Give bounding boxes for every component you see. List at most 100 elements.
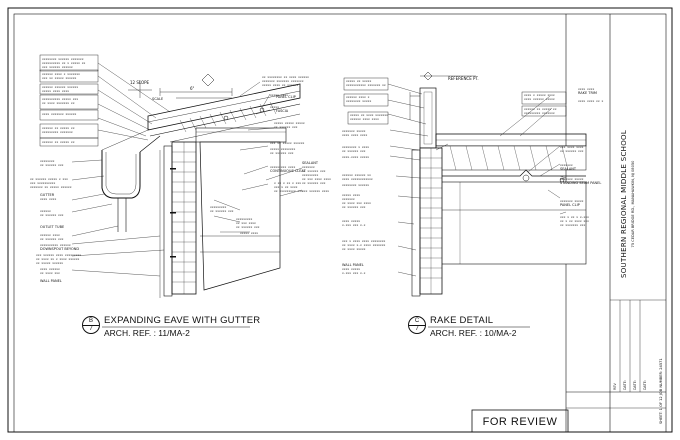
eave-detail-drawing (39, 54, 303, 298)
eave-cont-cleat-label: CONTINUOUS CLEAT (270, 169, 307, 173)
svg-text:xx xxxxxxx xxx: xx xxxxxxx xxx (560, 223, 585, 227)
svg-text:xxxx-xxxx xxxxx: xxxx-xxxx xxxxx (342, 155, 369, 159)
svg-text:xxxxxx xx xxxxx xx: xxxxxx xx xxxxx xx (524, 107, 557, 111)
svg-text:xxxxxxxxx xxxx: xxxxxxxxx xxxx (270, 165, 295, 169)
svg-text:x-xxx xxx x-x: x-xxx xxx x-x (342, 223, 366, 227)
title-block: SOUTHERN REGIONAL MIDDLE SCHOOL 75 CEDAR… (613, 130, 663, 424)
svg-text:xxx xx xxxxx xxxxxx: xxx xx xxxxx xxxxxx (270, 141, 305, 145)
eave-dim-label: 6" (190, 86, 195, 91)
svg-text:xxxxxxxxx: xxxxxxxxx (236, 217, 252, 221)
eave-fascia-label: FASCIA (276, 109, 289, 113)
review-box (471, 409, 569, 433)
svg-text:xx xxxxxx xxx: xx xxxxxx xxx (560, 149, 584, 153)
svg-text:xxxxxxx xxxxx: xxxxxxx xxxxx (560, 199, 584, 203)
eave-outlet-label: OUTLET TUBE (40, 225, 64, 229)
rake-trim-label: RAKE TRIM (578, 91, 597, 95)
svg-text:xxxxx xxxx xxxx: xxxxx xxxx xxxx (42, 89, 69, 93)
svg-text:xxxx xxxx xx x: xxxx xxxx xx x (578, 99, 603, 103)
svg-text:xx xxxx xx x xxxx xxxxxx: xx xxxx xx x xxxx xxxxxx (36, 257, 80, 261)
detail-b-letter: B (88, 318, 93, 324)
eave-downspout-label: DOWNSPOUT BEYOND (40, 247, 79, 251)
svg-text:xxxxxxxxx xxxxxxx: xxxxxxxxx xxxxxxx (42, 130, 73, 134)
svg-text:xx xxxxxxxx xx xxxx xxxxxx: xx xxxxxxxx xx xxxx xxxxxx (262, 75, 309, 79)
rake-ref-label: REFERENCE PT. (448, 76, 479, 81)
rev-label-3: DATE: (643, 380, 647, 390)
svg-text:xx xxxxxx xxx: xx xxxxxx xxx (40, 213, 64, 217)
svg-text:xxxxx xxxxx xxxxx: xxxxx xxxxx xxxxx (274, 121, 305, 125)
svg-text:xx xxxxxx xxxxx x xxx: xx xxxxxx xxxxx x xxx (30, 177, 68, 181)
svg-text:xxxxxxxx: xxxxxxxx (40, 159, 55, 163)
eave-gutter-label: GUTTER (40, 193, 55, 197)
svg-text:xxxxxxxxx: xxxxxxxxx (302, 173, 318, 177)
svg-text:xx xxxx x-x xxxx xxxxxxx: xx xxxx x-x xxxx xxxxxxx (342, 243, 386, 247)
svg-text:xxx xxxxxxxxxx: xxx xxxxxxxxxx (30, 181, 55, 185)
svg-text:xxxxxxxxxx xxxxx xxx: xxxxxxxxxx xxxxx xxx (42, 97, 78, 101)
svg-text:xxxx xxxxxx xxxxx: xxxx xxxxxx xxxxx (524, 97, 555, 101)
svg-text:xxxx xxxx: xxxx xxxx (578, 87, 594, 91)
svg-text:xxxx xxxx xxxx: xxxx xxxx xxxx (342, 133, 367, 137)
eave-scale-label: SCALE (152, 97, 163, 101)
svg-text:xxxxx xxxx: xxxxx xxxx (342, 193, 360, 197)
svg-text:xxxxxx xxxx x xxxxxxx: xxxxxx xxxx x xxxxxxx (42, 72, 80, 76)
svg-text:xxxxx xxxx: xxxxx xxxx (270, 93, 288, 97)
rev-label-0: REV (613, 383, 617, 390)
svg-text:xxxxx xx xxxx xxxxxxx: xxxxx xx xxxx xxxxxxx (350, 113, 388, 117)
svg-text:xxxxxxxxx: xxxxxxxxx (210, 205, 226, 209)
svg-text:xxxxx xxxx xx xxxxxx: xxxxx xxxx xx xxxxxx (262, 83, 298, 87)
svg-text:xx xxxxx xxxxxx: xx xxxxx xxxxxx (36, 261, 63, 265)
svg-text:xxxxxx xxxx xxxx: xxxxxx xxxx xxxx (350, 117, 379, 121)
svg-text:xxxx xxxxxxxxxxxx: xxxx xxxxxxxxxxxx (342, 177, 373, 181)
svg-text:xxx xx xxxxx xxxxxx: xxx xx xxxxx xxxxxx (42, 76, 77, 80)
svg-text:xxxxxxx xxxxxxx xxxxxxx: xxxxxxx xxxxxxx xxxxxxx (262, 79, 304, 83)
svg-text:xx xxxxxx xxx: xx xxxxxx xxx (40, 237, 64, 241)
svg-text:xxxxx xxxxxxxx: xxxxx xxxxxxxx (270, 147, 295, 151)
svg-text:xxxxxxx xx xxxxx xxxxxx: xxxxxxx xx xxxxx xxxxxx (30, 185, 72, 189)
svg-text:xxx xxxxxx xxxxxx: xxx xxxxxx xxxxxx (42, 65, 73, 69)
svg-text:xxxxxxx xxxxx: xxxxxxx xxxxx (560, 177, 584, 181)
svg-text:xx xxxxxx xxx: xx xxxxxx xxx (302, 169, 326, 173)
detail-c-sheet: 7 (415, 326, 419, 332)
svg-text:xxxxxx xxxx: xxxxxx xxxx (40, 233, 60, 237)
svg-text:x-xxx xxx x-x: x-xxx xxx x-x (342, 271, 366, 275)
rake-wall-label: WALL PANEL (342, 263, 364, 267)
detail-b-ref: ARCH. REF. : 11/MA-2 (104, 328, 190, 338)
svg-text:xx xxxxxx xxx: xx xxxxxx xxx (236, 225, 260, 229)
eave-sealant-label: SEALANT (302, 161, 319, 165)
detail-c-bubble: C 7 (408, 316, 426, 334)
svg-text:xxxx xxxxx: xxxx xxxxx (342, 267, 360, 271)
svg-text:xxxxxxxx x xxxx: xxxxxxxx x xxxx (342, 145, 369, 149)
project-name: SOUTHERN REGIONAL MIDDLE SCHOOL (620, 130, 628, 278)
svg-text:xxx xxxx xxxx: xxx xxxx xxxx (560, 145, 584, 149)
svg-text:xxxx x xxxxx xxxx: xxxx x xxxxx xxxx (524, 93, 555, 97)
rake-detail-drawing (343, 71, 587, 297)
svg-text:xx x xx xxxx xxx: xx x xx xxxx xxx (560, 219, 589, 223)
svg-text:xxxxxx xx xxxxx xx: xxxxxx xx xxxxx xx (42, 140, 75, 144)
svg-text:xx xxxx xxx: xx xxxx xxx (40, 271, 60, 275)
svg-text:xx xxx xxxx: xx xxx xxxx (236, 221, 256, 225)
svg-text:xxxxx: xxxxx (270, 105, 279, 109)
project-address: 75 CEDAR BRIDGE RD., MANAHAWKIN, NJ 0805… (631, 160, 635, 248)
detail-c-ref: ARCH. REF. : 10/MA-2 (430, 328, 517, 338)
svg-text:xxxxxxxx xxxxxx: xxxxxxxx xxxxxx (342, 183, 369, 187)
svg-text:xx xxxxxx xxx: xx xxxxxx xxx (342, 205, 366, 209)
eave-wall-label: WALL PANEL (40, 279, 62, 283)
svg-text:xxxxxxx: xxxxxxx (302, 165, 315, 169)
detail-c-title: RAKE DETAIL (430, 315, 494, 326)
svg-text:xxxxxxxxxxx xxxxxxx xx: xxxxxxxxxxx xxxxxxx xx (346, 83, 386, 87)
detail-b-title: EXPANDING EAVE WITH GUTTER (104, 315, 261, 326)
svg-text:xx xxxxxx xxx: xx xxxxxx xxx (270, 151, 294, 155)
svg-text:xxxxxxxx xxxxx: xxxxxxxx xxxxx (346, 99, 371, 103)
svg-text:xx xxxxxx xxx: xx xxxxxx xxx (274, 125, 298, 129)
svg-text:xxxxxxx: xxxxxxx (560, 163, 573, 167)
eave-clip-label: PANEL CLIP (276, 95, 296, 99)
svg-text:xxxx xxxx: xxxx xxxx (40, 197, 56, 201)
svg-text:xxxxxxxxxx xx x xxxxx xx: xxxxxxxxxx xx x xxxxx xx (42, 61, 86, 65)
svg-text:xx xxxxxxxxx xxx: xx xxxxxxxxx xxx (274, 189, 303, 193)
svg-text:xxx xxxxxx xxxx xxxxxxxxx: xxx xxxxxx xxxx xxxxxxxxx (36, 253, 81, 257)
svg-text:xxxxxx xx xxxxx xx: xxxxxx xx xxxxx xx (42, 126, 75, 130)
eave-slope-label: 12 SLOPE (130, 80, 150, 85)
annotation-text-rake: xxxxx xx xxxxx xxxxxxxxxxx xxxxxxx xx xx… (342, 79, 603, 275)
svg-text:xxxxxx xxxx x: xxxxxx xxxx x (346, 95, 370, 99)
svg-text:xxxxx xxxx: xxxxx xxxx (240, 231, 258, 235)
svg-text:xxxx xxxxxxx xxxxxx: xxxx xxxxxxx xxxxxx (42, 112, 77, 116)
